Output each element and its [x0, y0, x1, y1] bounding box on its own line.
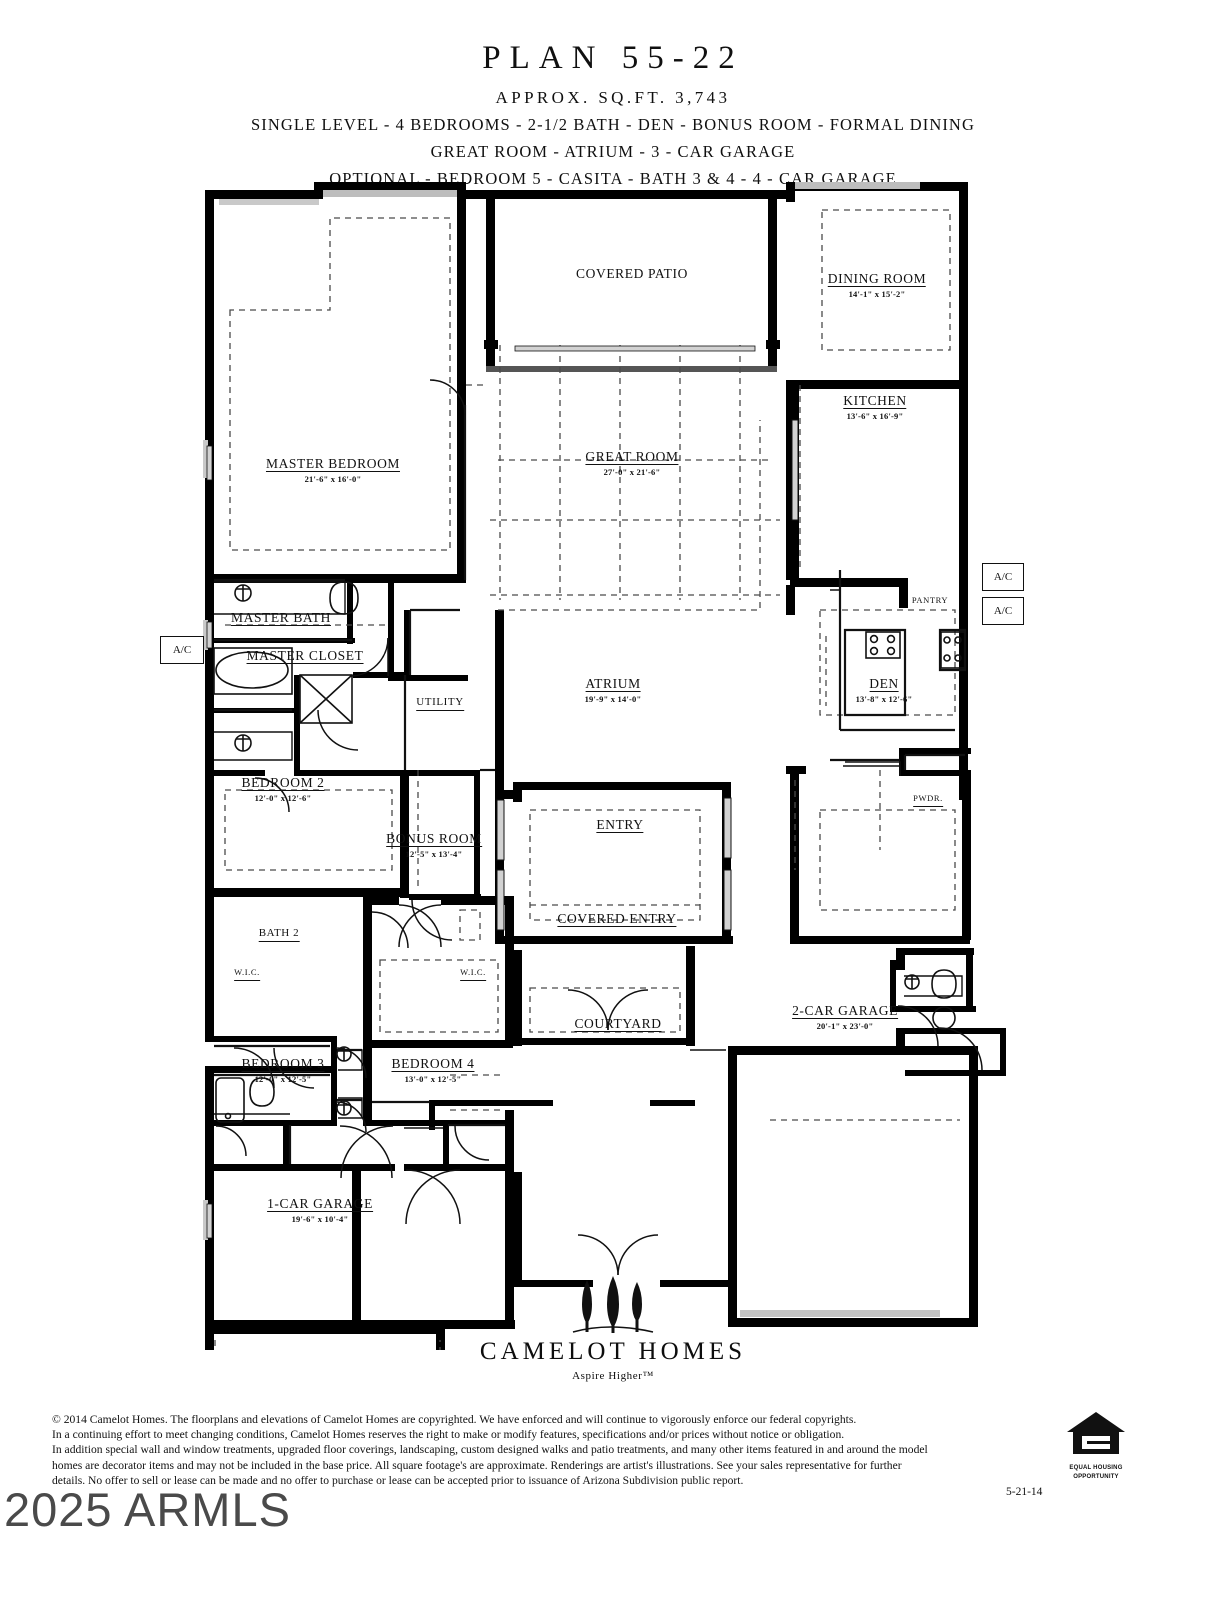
equal-housing-opportunity-logo: EQUAL HOUSING OPPORTUNITY	[1065, 1410, 1127, 1481]
cypress-trees-icon	[0, 1276, 1226, 1334]
cabinetry	[214, 581, 963, 1129]
room-label-courtyard: COURTYARD	[574, 1016, 662, 1032]
trees-svg	[572, 1276, 654, 1333]
room-label-dining-room: DINING ROOM 14'-1" x 15'-2"	[827, 271, 927, 299]
room-label-kitchen: KITCHEN 13'-6" x 16'-9"	[843, 393, 907, 421]
room-label-bath-2: BATH 2	[258, 923, 300, 942]
brand-tagline: Aspire Higher™	[572, 1370, 654, 1382]
ac-unit-label: A/C	[993, 605, 1013, 617]
plan-title-block: PLAN 55-22 APPROX. SQ.FT. 3,743 SINGLE L…	[0, 40, 1226, 189]
armls-watermark: 2025 ARMLS	[4, 1483, 291, 1536]
room-label-bedroom-4: BEDROOM 4 13'-0" x 12'-5"	[391, 1056, 475, 1084]
features-line-3: OPTIONAL - BEDROOM 5 - CASITA - BATH 3 &…	[329, 169, 897, 188]
camelot-homes-logo: CAMELOT HOMES Aspire Higher™	[0, 1276, 1226, 1382]
disclaimer-line-1: © 2014 Camelot Homes. The floorplans and…	[52, 1413, 857, 1426]
ac-unit-right-bottom: A/C	[982, 597, 1024, 625]
room-label-covered-patio: COVERED PATIO	[576, 266, 688, 281]
ac-unit-right-top: A/C	[982, 563, 1024, 591]
room-label-den: DEN 13'-8" x 12'-6"	[855, 676, 913, 704]
equal-housing-line-2: OPPORTUNITY	[1073, 1474, 1119, 1480]
floor-plan-drawing: MASTER BEDROOM 21'-6" x 16'-0" COVERED P…	[0, 170, 1226, 1350]
disclaimer-line-4: homes are decorator items and may not be…	[52, 1458, 902, 1472]
room-label-master-bath: MASTER BATH	[231, 610, 331, 626]
room-label-master-bedroom: MASTER BEDROOM 21'-6" x 16'-0"	[265, 456, 401, 484]
room-label-powder: PWDR.	[913, 788, 943, 807]
floor-plan-svg	[203, 182, 1006, 1350]
ac-unit-label: A/C	[993, 571, 1013, 583]
room-label-1-car-garage: 1-CAR GARAGE 19'-6" x 10'-4"	[267, 1196, 373, 1224]
room-label-utility: UTILITY	[416, 692, 464, 711]
room-label-wic-left: W.I.C.	[234, 962, 260, 981]
room-label-atrium: ATRIUM 19'-9" x 14'-0"	[584, 676, 642, 704]
window-panels	[206, 345, 799, 1239]
house-icon	[1067, 1412, 1125, 1454]
room-label-bonus-room: BONUS ROOM 12'-5" x 13'-4"	[386, 831, 482, 859]
features-line-2: GREAT ROOM - ATRIUM - 3 - CAR GARAGE	[430, 142, 796, 161]
room-label-great-room: GREAT ROOM 27'-0" x 21'-6"	[585, 449, 679, 477]
room-label-pantry: PANTRY	[911, 595, 949, 605]
room-label-2-car-garage: 2-CAR GARAGE 20'-1" x 23'-0"	[792, 1003, 898, 1031]
revision-date: 5-21-14	[1006, 1486, 1043, 1498]
disclaimer-line-3: In addition special wall and window trea…	[52, 1443, 928, 1457]
disclaimer-line-2: In a continuing effort to meet changing …	[52, 1428, 845, 1442]
room-label-entry: ENTRY	[596, 817, 644, 833]
equal-housing-line-1: EQUAL HOUSING	[1069, 1465, 1123, 1471]
ac-unit-left: A/C	[160, 636, 204, 664]
ceiling-outlines	[214, 209, 960, 1350]
room-label-wic-right: W.I.C.	[460, 962, 486, 981]
disclaimer-line-5: details. No offer to sell or lease can b…	[52, 1473, 744, 1487]
room-label-master-closet: MASTER CLOSET	[246, 648, 364, 664]
room-label-covered-entry: COVERED ENTRY	[557, 911, 677, 927]
room-label-bedroom-2: BEDROOM 2 12'-0" x 12'-6"	[241, 775, 325, 803]
brand-name: CAMELOT HOMES	[479, 1338, 747, 1365]
room-label-bedroom-3: BEDROOM 3 12'-0" x 12'-5"	[241, 1056, 325, 1084]
door-swings	[215, 379, 983, 1276]
exterior-walls	[203, 182, 1006, 1350]
page-title: PLAN 55-22	[482, 40, 744, 76]
legal-disclaimer: © 2014 Camelot Homes. The floorplans and…	[52, 1412, 1042, 1488]
ac-unit-label: A/C	[172, 644, 192, 656]
approx-square-footage: APPROX. SQ.FT. 3,743	[495, 88, 731, 107]
features-line-1: SINGLE LEVEL - 4 BEDROOMS - 2-1/2 BATH -…	[251, 115, 975, 134]
